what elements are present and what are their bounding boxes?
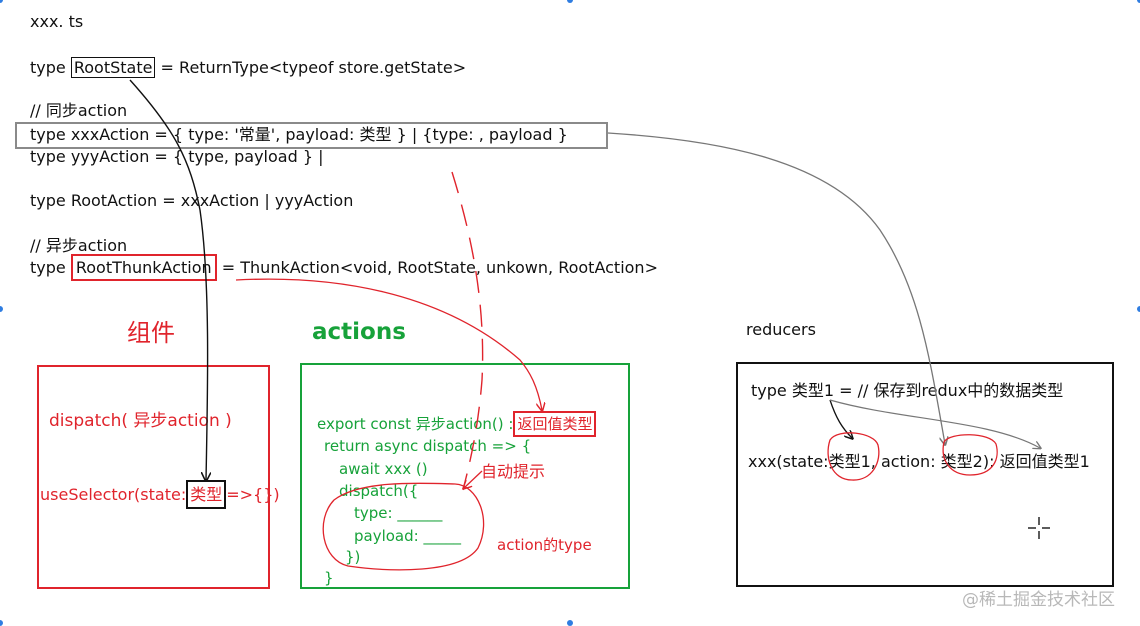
auto-hint-note: 自动提示 [481, 462, 546, 481]
actions-line-4: dispatch({ [339, 482, 419, 500]
code-line-root-action: type RootAction = xxxAction | yyyAction [30, 191, 354, 210]
code-line-root-thunk: type RootThunkAction = ThunkAction<void,… [30, 254, 658, 281]
reducer-action-type: 类型2 [940, 452, 983, 471]
action-type-note: action的type [497, 536, 592, 554]
use-selector-line: useSelector(state:类型=>{}) [40, 480, 280, 509]
code-line-root-state: type RootState = ReturnType<typeof store… [30, 57, 467, 78]
keyword-type: type [30, 58, 66, 77]
code-line-xxx-action: type xxxAction = { type: '常量', payload: … [30, 125, 568, 144]
actions-line-5: type: ______ [354, 504, 443, 522]
dispatch-async-text: dispatch( 异步action ) [49, 411, 232, 431]
file-name: xxx. ts [30, 12, 84, 31]
actions-line-6: payload: _____ [354, 527, 461, 545]
actions-heading: actions [312, 319, 406, 345]
reducer-action-label: , action: [870, 452, 936, 471]
comment-async-action: // 异步action [30, 236, 128, 255]
selection-handle-bottom-left[interactable] [0, 620, 3, 626]
root-thunk-rest: = ThunkAction<void, RootState, unkown, R… [221, 258, 658, 277]
selection-handle-top-right[interactable] [1137, 0, 1140, 3]
code-line-yyy-action: type yyyAction = { type, payload } | [30, 147, 324, 166]
reducers-fn-line: xxx(state:类型1, action: 类型2): 返回值类型1 [748, 452, 1090, 472]
use-selector-type: 类型 [186, 480, 227, 509]
watermark: @稀土掘金技术社区 [962, 590, 1115, 610]
return-value-type-box: 返回值类型 [513, 411, 597, 437]
reducer-return-type: ): 返回值类型1 [982, 452, 1090, 471]
selection-handle-mid-left[interactable] [0, 306, 3, 312]
selection-handle-bottom-mid[interactable] [567, 620, 573, 626]
reducers-heading: reducers [746, 320, 816, 339]
selection-handle-top-left[interactable] [0, 0, 3, 3]
use-selector-suffix: =>{}) [226, 485, 280, 504]
components-heading: 组件 [127, 319, 175, 347]
actions-line-7: }) [345, 548, 361, 566]
selection-handle-mid-right[interactable] [1137, 306, 1140, 312]
keyword-type: type [30, 258, 66, 277]
use-selector-prefix: useSelector(state: [40, 485, 187, 504]
root-thunk-action-name: RootThunkAction [70, 254, 217, 281]
reducer-fn-prefix: xxx(state: [748, 452, 829, 471]
actions-line-2: return async dispatch => { [324, 437, 532, 455]
actions-line-1: export const 异步action() :返回值类型 [317, 411, 597, 437]
comment-sync-action: // 同步action [30, 101, 128, 120]
xxx-action-highlight-box [15, 122, 608, 149]
components-box [37, 365, 270, 589]
actions-line-8: } [324, 569, 334, 587]
selection-handle-top-mid[interactable] [567, 0, 573, 3]
export-const-async: export const 异步action() : [317, 415, 514, 433]
root-state-name: RootState [70, 57, 156, 78]
reducer-state-type: 类型1 [828, 452, 871, 471]
reducers-type-line: type 类型1 = // 保存到redux中的数据类型 [751, 381, 1064, 400]
root-state-rest: = ReturnType<typeof store.getState> [160, 58, 467, 77]
actions-line-3: await xxx () [339, 460, 428, 478]
